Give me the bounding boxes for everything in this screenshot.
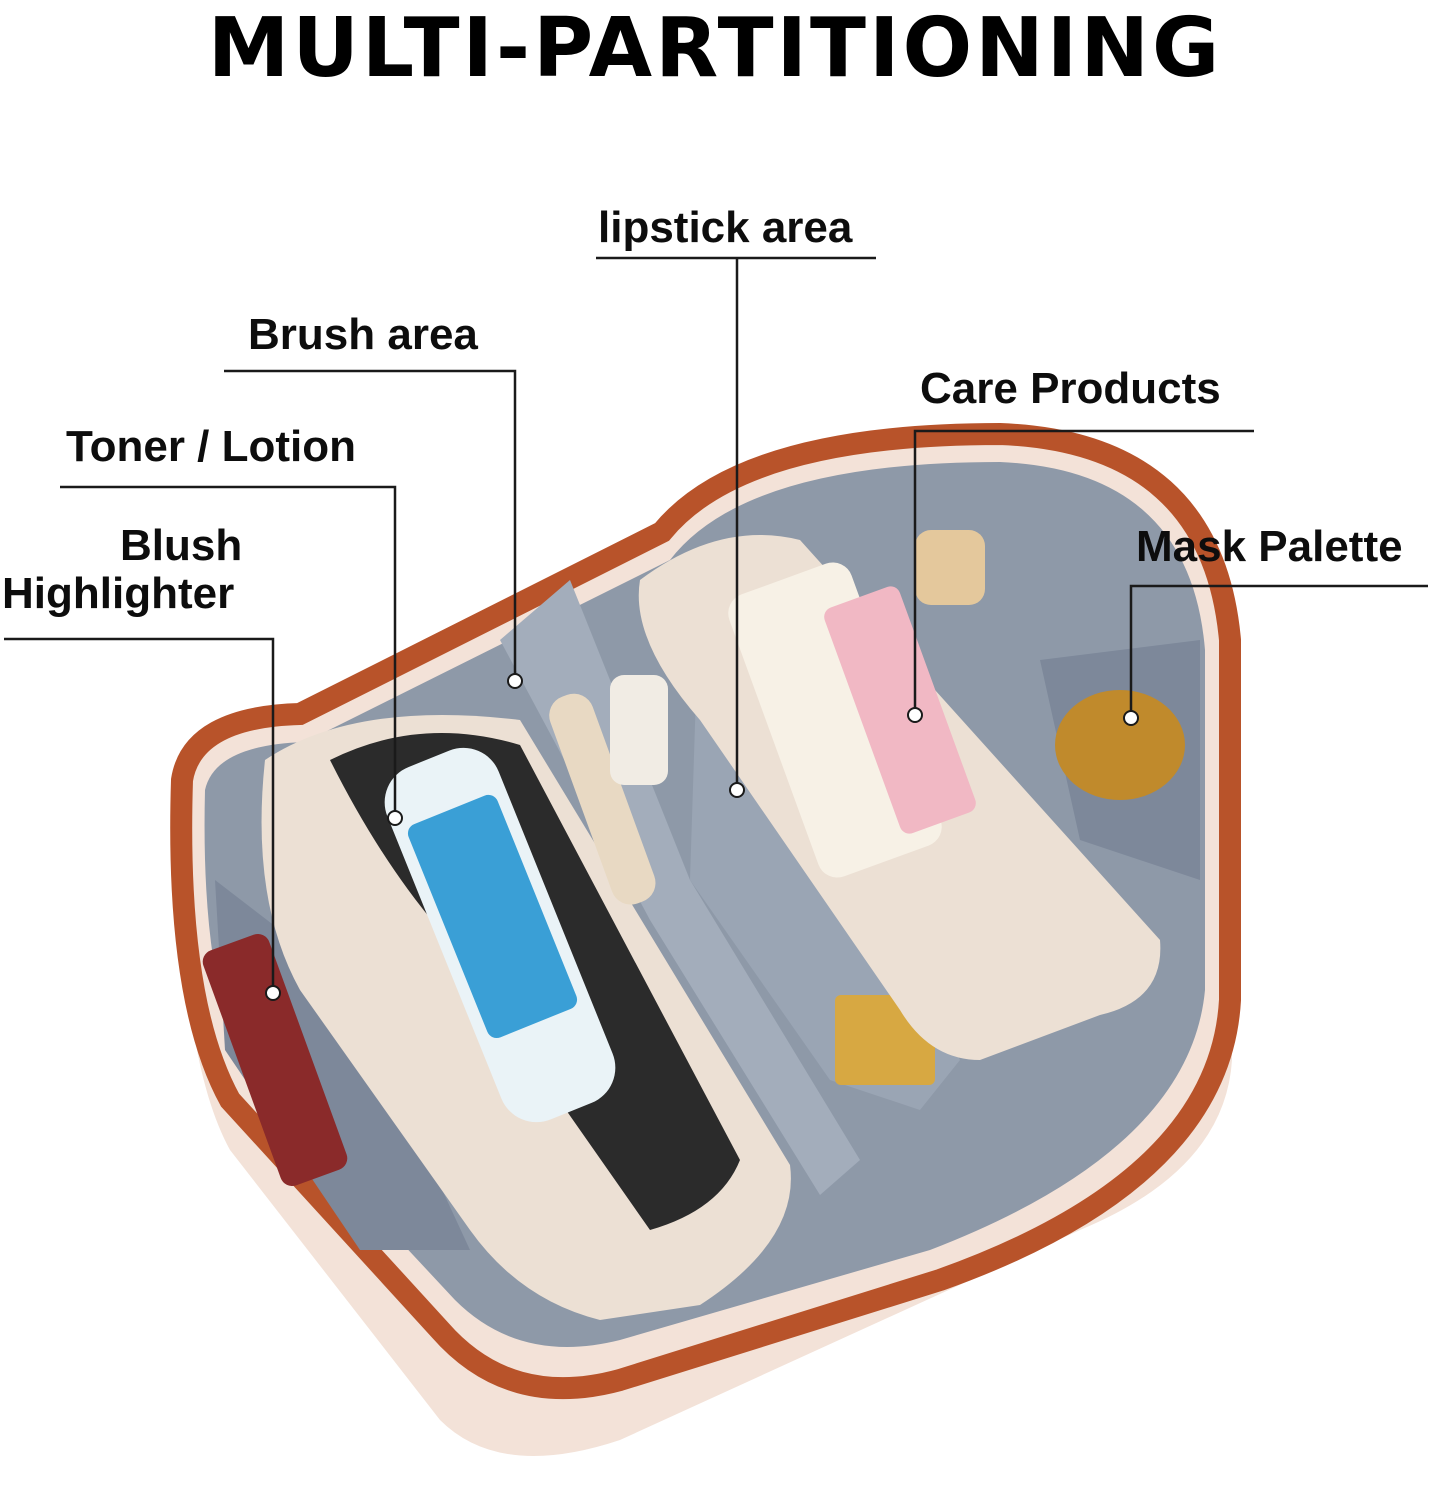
blush-label: Blush: [120, 521, 243, 570]
toner-bottle-label: [407, 794, 578, 1039]
mask-dot: [1123, 710, 1139, 726]
care-callout-line: [913, 429, 1254, 715]
care-dot: [907, 707, 923, 723]
care-tube: [728, 562, 942, 878]
perfume-bottle: [915, 530, 985, 605]
blush-item: [202, 933, 348, 1187]
blush-callout-line: [4, 637, 275, 993]
highlighter-label: Highlighter: [2, 569, 235, 618]
care-tube-stripes: [824, 586, 976, 834]
callout-lines: [4, 256, 1428, 993]
brush-handle: [549, 693, 656, 905]
brush-callout-line: [224, 369, 517, 681]
blush-dot: [265, 985, 281, 1001]
callout-dots: [265, 673, 1139, 1001]
brush-area-label: Brush area: [248, 310, 478, 359]
brush-dot: [507, 673, 523, 689]
bag-trim: [170, 422, 1241, 1400]
lipstick-tube: [610, 675, 668, 785]
mask-callout-line: [1129, 584, 1428, 718]
toner-dot: [387, 810, 403, 826]
toner-lotion-label: Toner / Lotion: [66, 422, 357, 471]
toner-callout-line: [60, 485, 397, 818]
headline: MULTI-PARTITIONING: [207, 1, 1223, 96]
care-products-label: Care Products: [920, 364, 1221, 413]
mask-palette-label: Mask Palette: [1136, 522, 1403, 571]
lipstick-area-label: lipstick area: [598, 203, 853, 252]
mask-palette-jar: [1055, 690, 1185, 800]
lipstick-dot: [729, 782, 745, 798]
